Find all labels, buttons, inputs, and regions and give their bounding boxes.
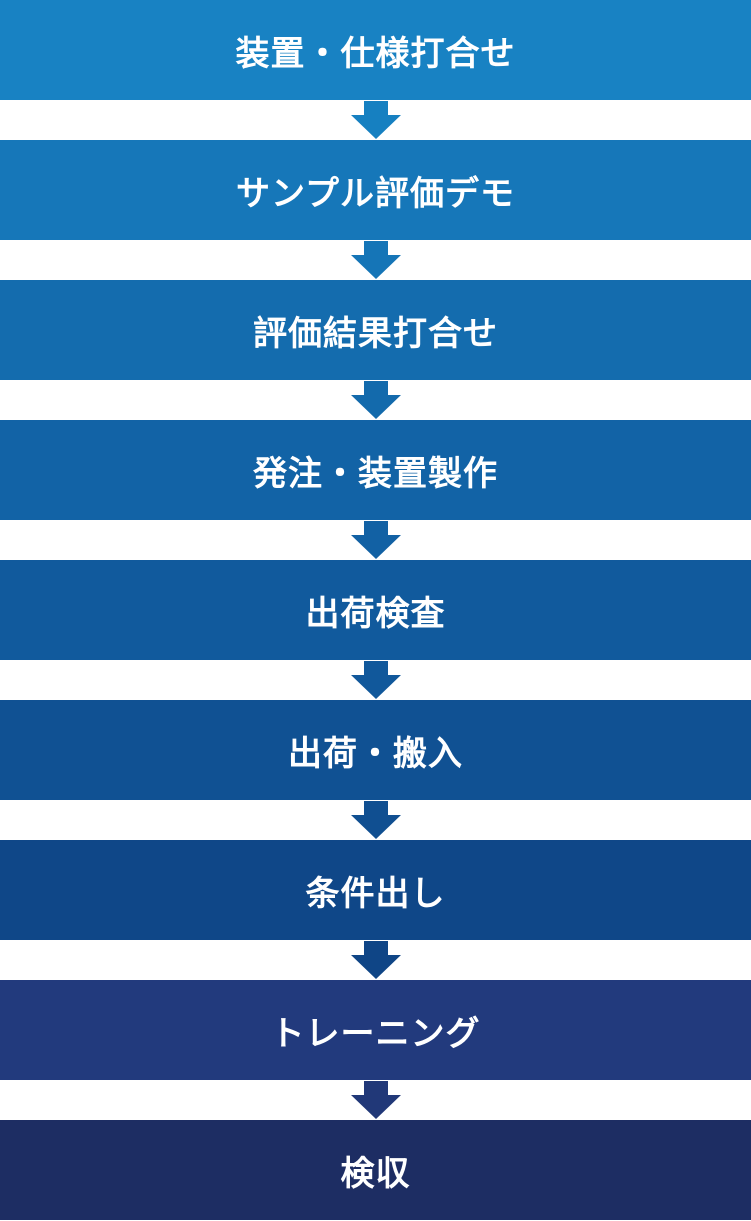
step-label: 条件出し xyxy=(305,873,446,914)
down-arrow-icon xyxy=(351,661,401,699)
down-arrow-icon xyxy=(351,101,401,139)
step-order-manufacture: 発注・装置製作 xyxy=(0,420,751,520)
down-arrow-icon xyxy=(351,1081,401,1119)
step-label: 装置・仕様打合せ xyxy=(235,33,516,74)
step-label: 出荷・搬入 xyxy=(288,733,463,774)
down-arrow-icon xyxy=(351,801,401,839)
arrow-shape xyxy=(351,381,401,419)
arrow-shape xyxy=(351,521,401,559)
arrow-shape xyxy=(351,941,401,979)
step-label: 評価結果打合せ xyxy=(253,313,498,354)
step-spec-meeting: 装置・仕様打合せ xyxy=(0,0,751,100)
step-acceptance: 検収 xyxy=(0,1120,751,1220)
down-arrow-icon xyxy=(351,241,401,279)
arrow-shape xyxy=(351,101,401,139)
arrow-shape xyxy=(351,661,401,699)
arrow-shape xyxy=(351,1081,401,1119)
step-label: 発注・装置製作 xyxy=(253,453,498,494)
down-arrow-icon xyxy=(351,521,401,559)
step-training: トレーニング xyxy=(0,980,751,1080)
step-shipping-delivery: 出荷・搬入 xyxy=(0,700,751,800)
step-evaluation-meeting: 評価結果打合せ xyxy=(0,280,751,380)
step-shipping-inspection: 出荷検査 xyxy=(0,560,751,660)
step-sample-demo: サンプル評価デモ xyxy=(0,140,751,240)
arrow-shape xyxy=(351,801,401,839)
step-label: 出荷検査 xyxy=(305,593,446,634)
down-arrow-icon xyxy=(351,381,401,419)
arrow-shape xyxy=(351,241,401,279)
step-condition-setup: 条件出し xyxy=(0,840,751,940)
step-label: 検収 xyxy=(340,1153,411,1194)
down-arrow-icon xyxy=(351,941,401,979)
step-label: サンプル評価デモ xyxy=(236,173,515,214)
step-label: トレーニング xyxy=(270,1013,481,1054)
